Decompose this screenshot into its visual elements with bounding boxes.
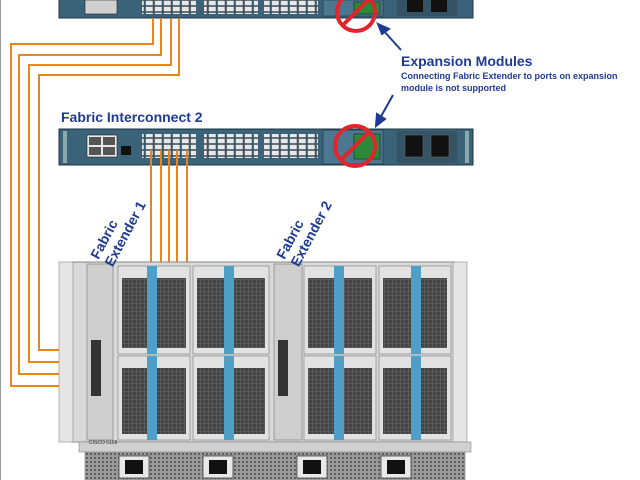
fabric-interconnect-2-switch bbox=[58, 128, 474, 166]
prohibited-sign-icon bbox=[333, 124, 377, 168]
chassis-model-label: CISCO 5108 bbox=[89, 440, 118, 446]
expansion-modules-title: Expansion Modules bbox=[401, 53, 533, 69]
prohibited-sign-icon bbox=[335, 0, 377, 33]
fan-bay bbox=[117, 265, 452, 441]
arrow-pointer-icon bbox=[374, 22, 402, 129]
expansion-modules-note: Connecting Fabric Extender to ports on e… bbox=[401, 71, 618, 93]
power-socket-icon bbox=[118, 455, 412, 479]
fabric-interconnect-2-label: Fabric Interconnect 2 bbox=[61, 109, 203, 125]
chassis bbox=[58, 261, 472, 480]
fabric-interconnect-1 bbox=[58, 0, 474, 19]
